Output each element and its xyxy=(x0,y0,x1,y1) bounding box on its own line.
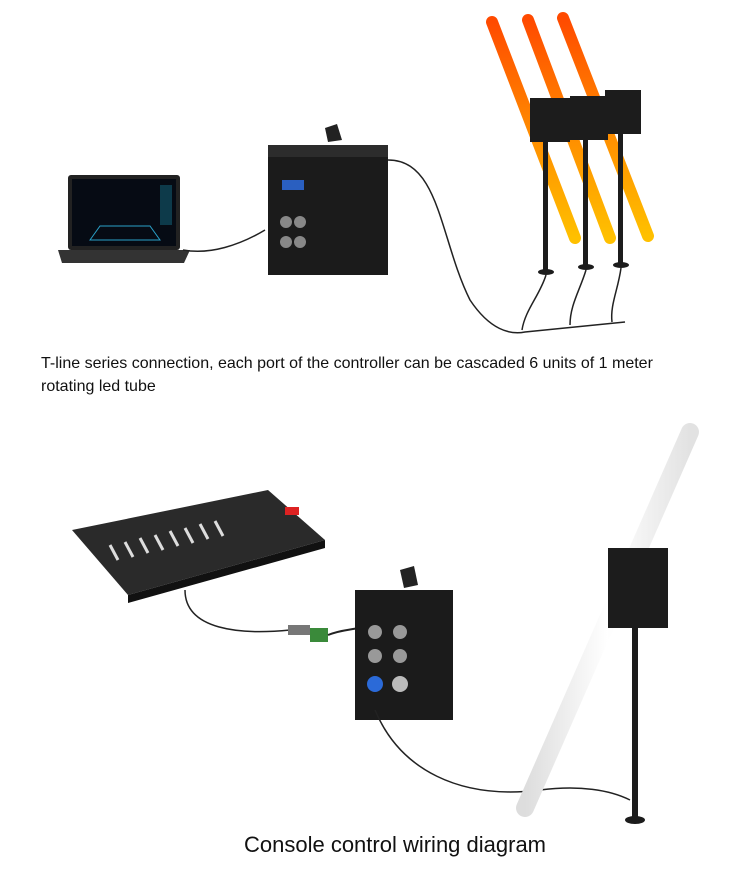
top-caption: T-line series connection, each port of t… xyxy=(41,355,653,395)
bottom-caption: Console control wiring diagram xyxy=(243,832,547,857)
led-tubes-top xyxy=(486,12,654,331)
dmx-cable xyxy=(184,589,291,633)
controller-top xyxy=(268,124,388,275)
controller-bottom xyxy=(355,566,453,720)
dmx-adapter xyxy=(288,625,328,642)
t-line-cable xyxy=(387,159,626,334)
usb-cable xyxy=(182,229,266,253)
tube-cable xyxy=(374,709,631,801)
led-tube-bottom xyxy=(516,423,699,824)
laptop xyxy=(58,175,190,263)
dmx-console xyxy=(72,490,325,603)
